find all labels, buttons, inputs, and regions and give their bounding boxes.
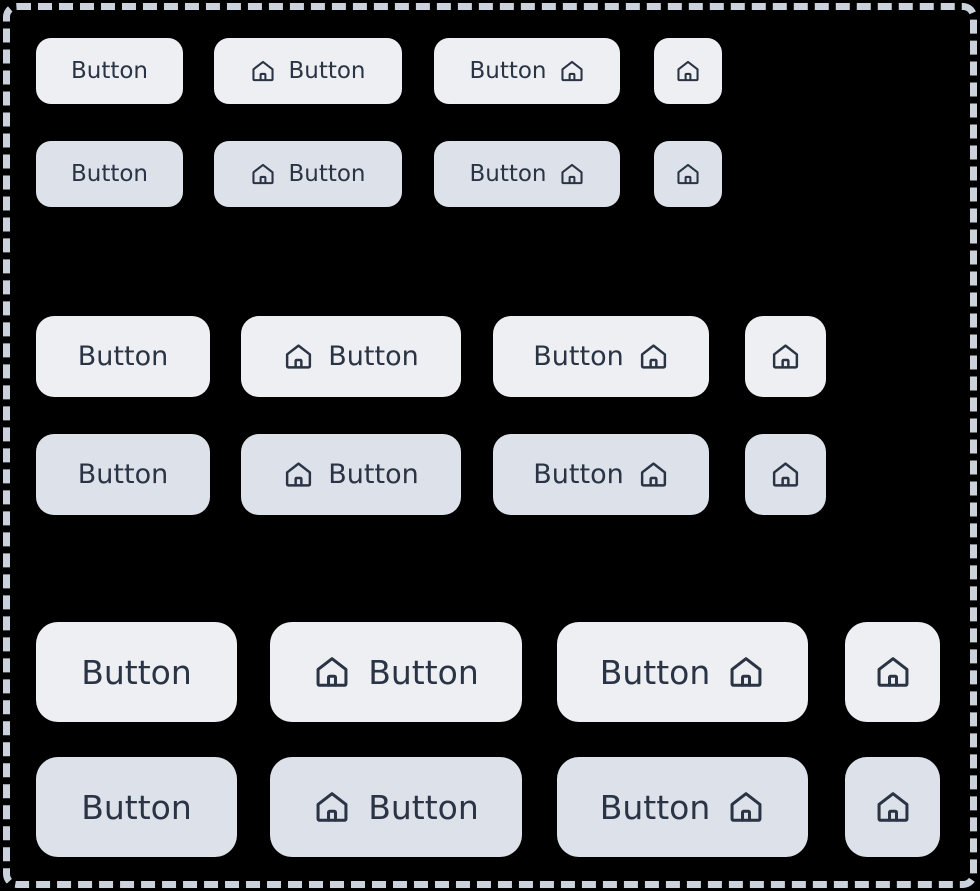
button-medium-default-icon-trailing[interactable]: Button	[493, 316, 709, 397]
home-icon	[675, 58, 701, 84]
home-icon	[874, 653, 912, 691]
button-small-default-icon-only[interactable]	[654, 38, 722, 104]
button-large-default-icon-leading[interactable]: Button	[270, 622, 522, 722]
button-label: Button	[533, 459, 624, 490]
button-medium-default-icon-only[interactable]	[745, 316, 826, 397]
button-small-default-icon-trailing[interactable]: Button	[434, 38, 620, 104]
button-label: Button	[533, 341, 624, 372]
button-large-hover-icon-leading[interactable]: Button	[270, 757, 522, 857]
home-icon	[638, 341, 669, 372]
button-medium-hover-icon-trailing[interactable]: Button	[493, 434, 709, 515]
home-icon	[283, 341, 314, 372]
button-label: Button	[70, 160, 149, 187]
button-large-default-text[interactable]: Button	[36, 622, 237, 722]
home-icon	[770, 459, 801, 490]
button-label: Button	[70, 57, 149, 84]
button-small-hover-text[interactable]: Button	[36, 141, 183, 207]
button-label: Button	[81, 787, 192, 827]
button-small-default-icon-leading[interactable]: Button	[214, 38, 402, 104]
home-icon	[250, 58, 276, 84]
button-small-default-text[interactable]: Button	[36, 38, 183, 104]
button-label: Button	[599, 787, 711, 827]
home-icon	[283, 459, 314, 490]
button-medium-hover-text[interactable]: Button	[36, 434, 210, 515]
button-label: Button	[368, 787, 479, 827]
button-label: Button	[328, 341, 419, 372]
button-label: Button	[288, 160, 366, 187]
button-large-hover-icon-only[interactable]	[845, 757, 940, 857]
button-label: Button	[328, 459, 419, 490]
button-label: Button	[469, 160, 547, 187]
button-large-hover-icon-trailing[interactable]: Button	[557, 757, 808, 857]
button-label: Button	[77, 459, 169, 490]
home-icon	[559, 58, 585, 84]
button-label: Button	[81, 652, 192, 692]
button-large-default-icon-trailing[interactable]: Button	[557, 622, 808, 722]
button-medium-hover-icon-only[interactable]	[745, 434, 826, 515]
home-icon	[675, 161, 701, 187]
button-medium-default-text[interactable]: Button	[36, 316, 210, 397]
button-large-hover-text[interactable]: Button	[36, 757, 237, 857]
button-small-hover-icon-only[interactable]	[654, 141, 722, 207]
home-icon	[874, 788, 912, 826]
button-small-hover-icon-leading[interactable]: Button	[214, 141, 402, 207]
home-icon	[727, 788, 765, 826]
button-medium-default-icon-leading[interactable]: Button	[241, 316, 461, 397]
button-label: Button	[599, 652, 711, 692]
button-label: Button	[288, 57, 366, 84]
button-large-default-icon-only[interactable]	[845, 622, 940, 722]
home-icon	[559, 161, 585, 187]
button-small-hover-icon-trailing[interactable]: Button	[434, 141, 620, 207]
home-icon	[313, 653, 351, 691]
button-label: Button	[469, 57, 547, 84]
home-icon	[638, 459, 669, 490]
button-label: Button	[77, 341, 169, 372]
home-icon	[313, 788, 351, 826]
button-label: Button	[368, 652, 479, 692]
home-icon	[250, 161, 276, 187]
button-medium-hover-icon-leading[interactable]: Button	[241, 434, 461, 515]
home-icon	[770, 341, 801, 372]
home-icon	[727, 653, 765, 691]
